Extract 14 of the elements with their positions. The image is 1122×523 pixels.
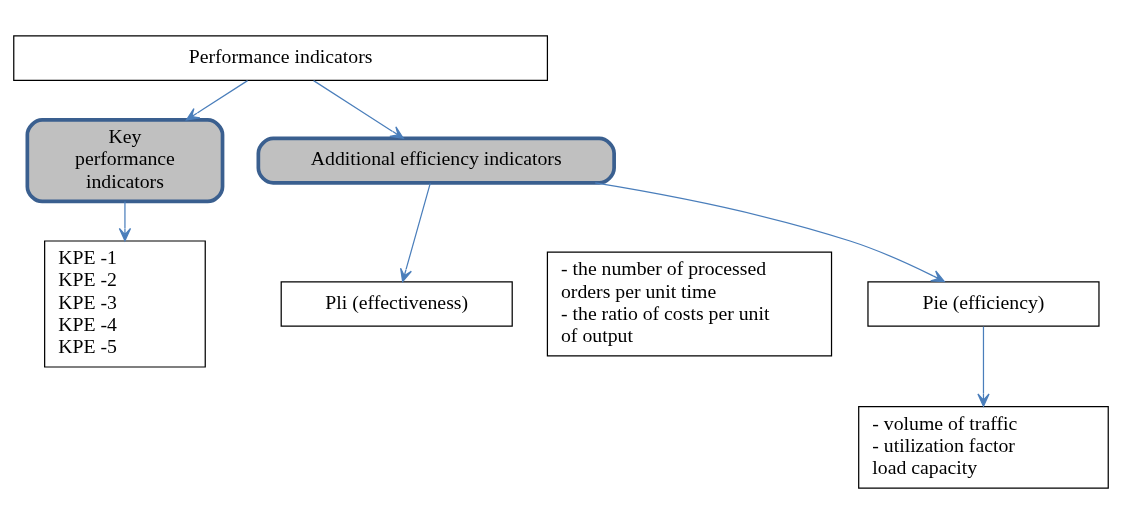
node-box: KPE -1 KPE -2 KPE -3 KPE -4 KPE -5: [44, 239, 206, 368]
node-box: - volume of traffic - utilization factor load capacity: [858, 405, 1109, 489]
node-box: - the number of processed orders per unit time - the ratio of costs per unit of output: [546, 251, 833, 356]
node-box: Pli (effectiveness): [280, 280, 513, 327]
node-box: Key performance indicators: [25, 117, 225, 203]
arrow: [977, 325, 990, 407]
node-box: Additional efficiency indicators: [256, 136, 616, 185]
node-box: Performance indicators: [13, 34, 549, 81]
arrow: [313, 79, 404, 139]
arrow: [400, 182, 431, 282]
arrow: [118, 200, 132, 241]
arrow: [185, 79, 249, 121]
node-box: Pie (efficiency): [867, 280, 1100, 327]
arrow: [594, 181, 945, 282]
